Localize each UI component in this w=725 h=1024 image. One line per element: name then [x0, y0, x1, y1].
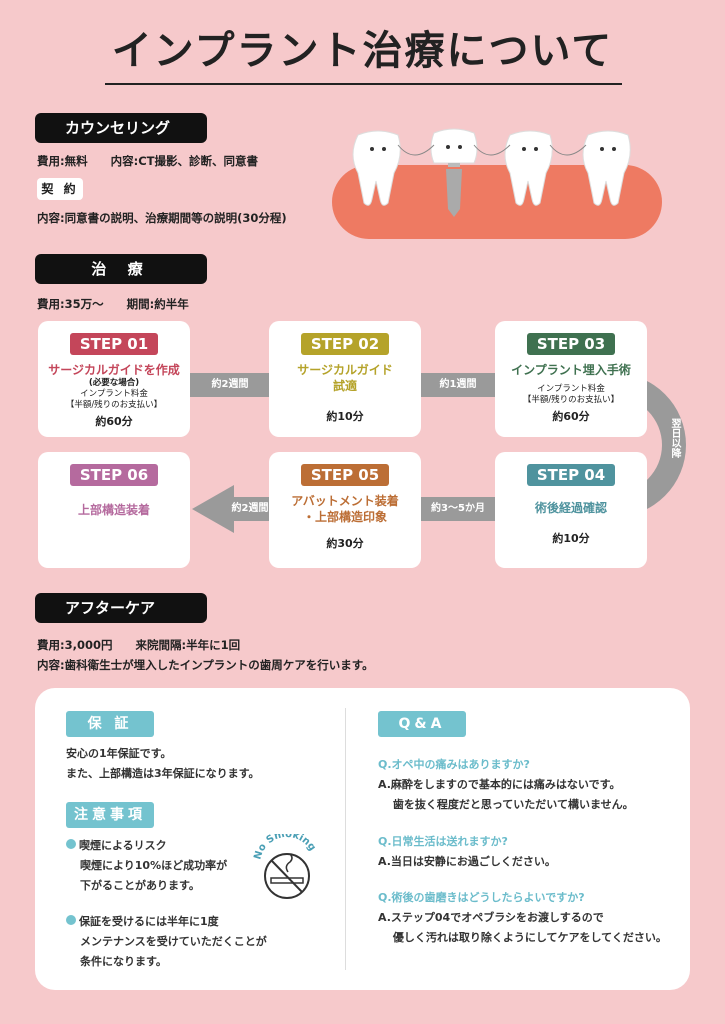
step-title-2: 試適 [332, 379, 357, 393]
notes-label: 注意事項 [66, 802, 154, 828]
step-fee: インプラント料金 [80, 389, 148, 399]
bullet-icon [66, 839, 76, 849]
no-smoking-text: No Smoking [252, 834, 317, 861]
qa-item: Q.術後の歯磨きはどうしたらよいですか? A.ステップ04でオペブラシをお渡しす… [378, 888, 667, 948]
step-badge: STEP 02 [300, 333, 390, 355]
info-panel [35, 688, 690, 990]
qa-item: Q.オペ中の痛みはありますか? A.麻酔をしますので基本的には痛みはないです。 … [378, 755, 634, 815]
title-underline [105, 83, 622, 85]
step-card-04: STEP 04 術後経過確認 約10分 [495, 452, 647, 568]
step-card-05: STEP 05 アバットメント装着 ・上部構造印象 約30分 [269, 452, 421, 568]
step-title-2: ・上部構造印象 [302, 510, 387, 524]
step-badge: STEP 04 [526, 464, 616, 486]
step-title: インプラント埋入手術 [511, 363, 631, 377]
warranty-text: 安心の1年保証です。 また、上部構造は3年保証になります。 [66, 744, 260, 784]
answer-line: 優しく汚れは取り除くようにしてケアをしてください。 [378, 931, 667, 944]
contract-label: 契 約 [37, 178, 83, 200]
step-card-02: STEP 02 サージカルガイド 試適 約10分 [269, 321, 421, 437]
page-title: インプラント治療について [111, 28, 614, 74]
step-title: 上部構造装着 [77, 503, 150, 517]
interval-1-2: 約2週間 [188, 373, 272, 397]
step-title: サージカルガイドを作成 [48, 363, 180, 377]
contract-info: 内容:同意書の説明、治療期間等の説明(30分程) [37, 211, 287, 225]
qa-item: Q.日常生活は送れますか? A.当日は安静にお過ごしください。 [378, 832, 556, 872]
treatment-heading: 治 療 [35, 254, 207, 284]
note-line: 喫煙により10%ほど成功率が [80, 859, 228, 872]
aftercare-heading: アフターケア [35, 593, 207, 623]
warranty-label: 保 証 [66, 711, 154, 737]
step-time: 約10分 [326, 410, 364, 423]
step-badge: STEP 05 [300, 464, 390, 486]
interval-3-4: 翌日以降 [669, 418, 680, 458]
question: Q.術後の歯磨きはどうしたらよいですか? [378, 891, 585, 904]
interval-5-6 [232, 497, 272, 521]
step-card-01: STEP 01 サージカルガイドを作成 (必要な場合) インプラント料金 【半額… [38, 321, 190, 437]
note-item: 喫煙によるリスク 喫煙により10%ほど成功率が 下がることがあります。 [66, 836, 227, 896]
step-badge: STEP 03 [526, 333, 616, 355]
no-smoking-icon: No Smoking [252, 834, 318, 899]
note-line: メンテナンスを受けていただくことが [80, 935, 267, 948]
step-note: (必要な場合) [88, 378, 140, 388]
step-fee-detail: 【半額/残りのお支払い】 [65, 400, 163, 410]
step-fee-detail: 【半額/残りのお支払い】 [522, 395, 620, 405]
qa-label: Q&A [378, 711, 466, 737]
note-line: 下がることがあります。 [80, 879, 200, 892]
step-time: 約10分 [552, 532, 590, 545]
answer-line: 歯を抜く程度だと思っていただいて構いません。 [378, 798, 634, 811]
panel-divider [345, 708, 346, 970]
step-title: アバットメント装着 [291, 494, 399, 508]
step-time: 約60分 [95, 415, 133, 428]
step-fee: インプラント料金 [537, 384, 605, 394]
bullet-icon [66, 915, 76, 925]
answer-line: A.麻酔をしますので基本的には痛みはないです。 [378, 778, 621, 791]
svg-text:No Smoking: No Smoking [252, 834, 317, 861]
note-item: 保証を受けるには半年に1度 メンテナンスを受けていただくことが 条件になります。 [66, 912, 267, 972]
treatment-info: 費用:35万〜 期間:約半年 [37, 297, 189, 311]
question: Q.日常生活は送れますか? [378, 835, 508, 848]
note-head: 保証を受けるには半年に1度 [79, 915, 219, 928]
warranty-line: また、上部構造は3年保証になります。 [66, 767, 260, 780]
answer-line: A.当日は安静にお過ごしください。 [378, 855, 556, 868]
counseling-info: 費用:無料 内容:CT撮影、診断、同意書 [37, 154, 258, 168]
step-title: サージカルガイド [297, 363, 393, 377]
interval-4-5: 約3〜5か月 [418, 497, 498, 521]
question: Q.オペ中の痛みはありますか? [378, 758, 530, 771]
step-card-03: STEP 03 インプラント埋入手術 インプラント料金 【半額/残りのお支払い】… [495, 321, 647, 437]
warranty-line: 安心の1年保証です。 [66, 747, 172, 760]
note-head: 喫煙によるリスク [79, 839, 167, 852]
aftercare-content: 内容:歯科衛生士が埋入したインプラントの歯周ケアを行います。 [37, 658, 374, 672]
step-title: 術後経過確認 [534, 501, 607, 515]
implant-teeth-illustration [332, 128, 662, 239]
answer-line: A.ステップ04でオペブラシをお渡しするので [378, 911, 604, 924]
aftercare-info: 費用:3,000円 来院間隔:半年に1回 [37, 638, 241, 652]
counseling-heading: カウンセリング [35, 113, 207, 143]
interval-5-6-label: 約2週間 [231, 503, 269, 514]
step-time: 約30分 [326, 537, 364, 550]
step-card-06: STEP 06 上部構造装着 [38, 452, 190, 568]
interval-2-3: 約1週間 [418, 373, 498, 397]
step-badge: STEP 06 [69, 464, 159, 486]
step-badge: STEP 01 [69, 333, 159, 355]
arrow-left-icon [192, 485, 234, 533]
step-time: 約60分 [552, 410, 590, 423]
note-line: 条件になります。 [80, 955, 167, 968]
